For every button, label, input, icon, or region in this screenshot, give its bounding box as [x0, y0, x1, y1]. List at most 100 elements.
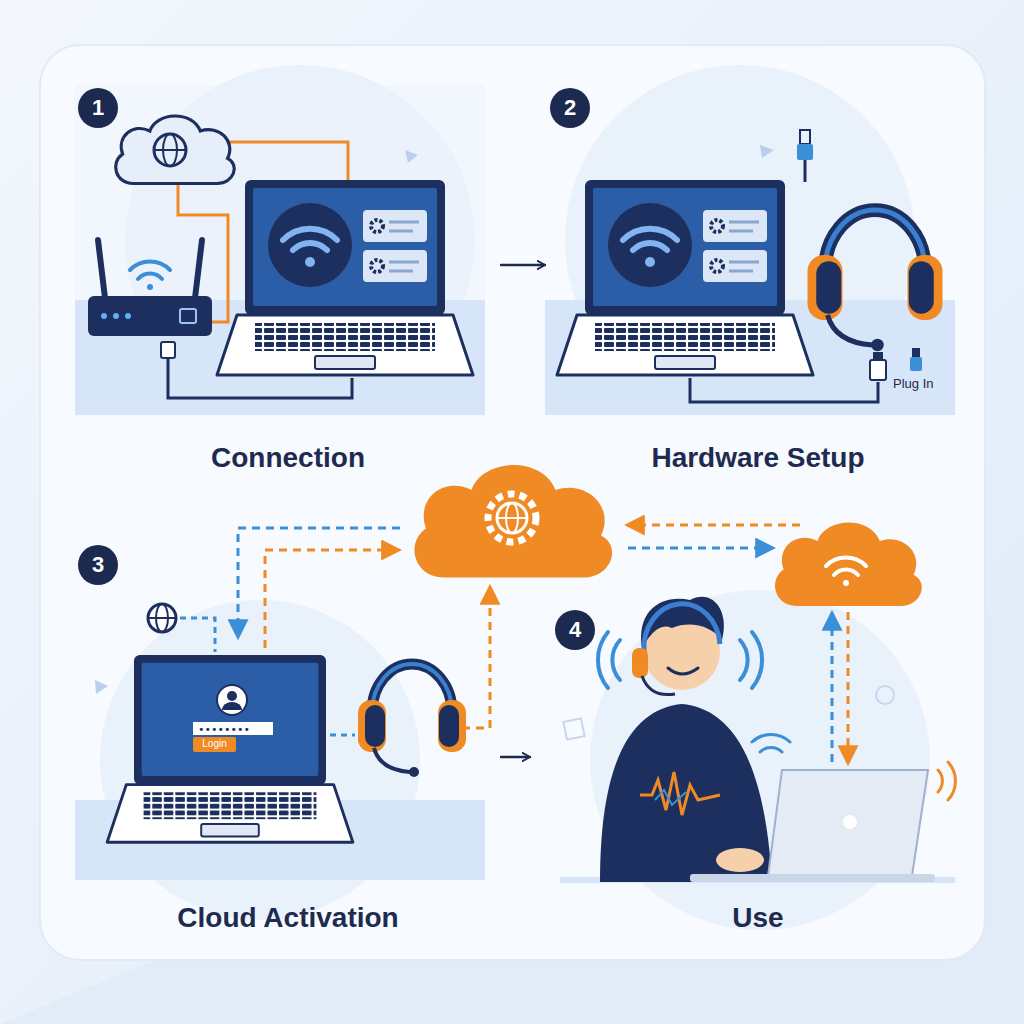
activation-illustration-part [107, 655, 353, 842]
callout-number: 4 [555, 610, 595, 650]
cloud-flows-part [834, 570, 858, 575]
person-illustration-part [752, 632, 762, 688]
connection-illustration-part [195, 240, 202, 298]
panel-grounds-part [760, 145, 774, 158]
cloud-flows-part [414, 465, 612, 577]
connection-illustration-part [154, 134, 186, 166]
activation-illustration: •••••••• [107, 655, 466, 842]
connection-illustration-part [116, 116, 235, 183]
activation-illustration-part: •••••••• [198, 723, 250, 736]
step-title: Cloud Activation [75, 896, 501, 940]
activation-illustration-part [227, 691, 237, 701]
person-illustration-part [716, 848, 764, 872]
person-illustration-part [642, 676, 675, 695]
person-illustration-part [600, 704, 772, 882]
panel-grounds-part [405, 150, 418, 163]
person-illustration [598, 597, 955, 882]
hardware-illustration-part [804, 160, 807, 182]
cloud-flows-part [775, 522, 922, 606]
cloud-flows-part [180, 618, 215, 652]
connection-illustration-part [161, 342, 175, 358]
activation-illustration-part [222, 702, 242, 710]
connection-illustration-part [217, 180, 473, 375]
connection-illustration-part [147, 284, 153, 290]
person-illustration-part [760, 748, 782, 752]
connection-illustration-part [138, 274, 162, 279]
connection-illustration-part [268, 203, 427, 287]
panel-grounds [75, 65, 955, 930]
person-illustration-part [938, 770, 942, 792]
callout-number: 3 [78, 545, 118, 585]
cloud-flows-part [847, 612, 850, 762]
login-button: Login [193, 737, 236, 752]
step-title: Hardware Setup [545, 436, 971, 480]
person-illustration-part [690, 874, 935, 882]
plug-label: Plug In [893, 376, 933, 391]
person-illustration-part [768, 770, 928, 876]
person-illustration-part [598, 632, 608, 688]
person-illustration-part [740, 640, 748, 680]
step-arrow [501, 756, 530, 758]
cloud-flows-part [148, 617, 176, 619]
connection-illustration-part [113, 313, 119, 319]
person-illustration-part [655, 790, 686, 805]
connection-illustration-part [154, 149, 186, 151]
cloud-flows-part [497, 503, 527, 533]
callout-number: 2 [550, 88, 590, 128]
person-illustration-part [668, 668, 698, 674]
hardware-illustration-part [912, 348, 920, 358]
activation-illustration-part [193, 722, 273, 735]
cloud-flows-part [238, 528, 400, 636]
step-panel: Cloud Activation Login [75, 640, 501, 940]
person-illustration-part [752, 735, 790, 742]
connection-illustration-part [88, 296, 212, 336]
connection-illustration-part [180, 309, 196, 323]
step-panel: Hardware Setup [545, 80, 971, 480]
button-text: Login [193, 737, 236, 750]
panel-grounds-part [95, 680, 108, 694]
card [40, 45, 985, 960]
person-illustration-part [644, 604, 720, 652]
cloud-flows-part [462, 588, 490, 728]
activation-illustration-part [217, 685, 247, 715]
cloud-flows-part [831, 614, 834, 762]
connection-illustration-part [230, 142, 348, 182]
hardware-illustration-part [873, 352, 883, 361]
person-illustration-part [640, 772, 720, 815]
hardware-illustration [557, 130, 943, 402]
person-illustration-part [632, 648, 648, 678]
cloud-flows-part [843, 580, 849, 586]
connection-illustration [88, 116, 473, 398]
step-panel: Use [530, 600, 986, 940]
hardware-illustration-part [557, 180, 813, 375]
hardware-illustration-part [800, 130, 810, 144]
step-title: Connection [75, 436, 501, 480]
connection-illustration-part [125, 313, 131, 319]
cloud-flows-part [488, 494, 536, 542]
cloud-flows-part [628, 547, 772, 550]
hardware-illustration-part [808, 210, 943, 351]
cloud-flows-part [826, 558, 866, 566]
person-illustration-part [948, 762, 955, 800]
cloud-flows-part [265, 550, 398, 648]
hardware-illustration-part [870, 360, 886, 380]
person-illustration-part [612, 640, 620, 680]
cloud-flows-part [497, 517, 527, 519]
cloud-flows-part [148, 604, 176, 632]
connection-illustration-part [101, 313, 107, 319]
hardware-illustration-part [910, 357, 922, 371]
step-arrow [501, 264, 545, 266]
callout-number: 1 [78, 88, 118, 128]
person-illustration-part [843, 815, 857, 829]
panel-grounds-part [563, 718, 584, 739]
panel-grounds-part [876, 686, 894, 704]
step-title: Use [530, 896, 986, 940]
hardware-illustration-part [608, 203, 767, 287]
cloud-flows-part [330, 734, 355, 737]
activation-illustration-part [358, 664, 466, 777]
hardware-illustration-part [690, 378, 878, 402]
